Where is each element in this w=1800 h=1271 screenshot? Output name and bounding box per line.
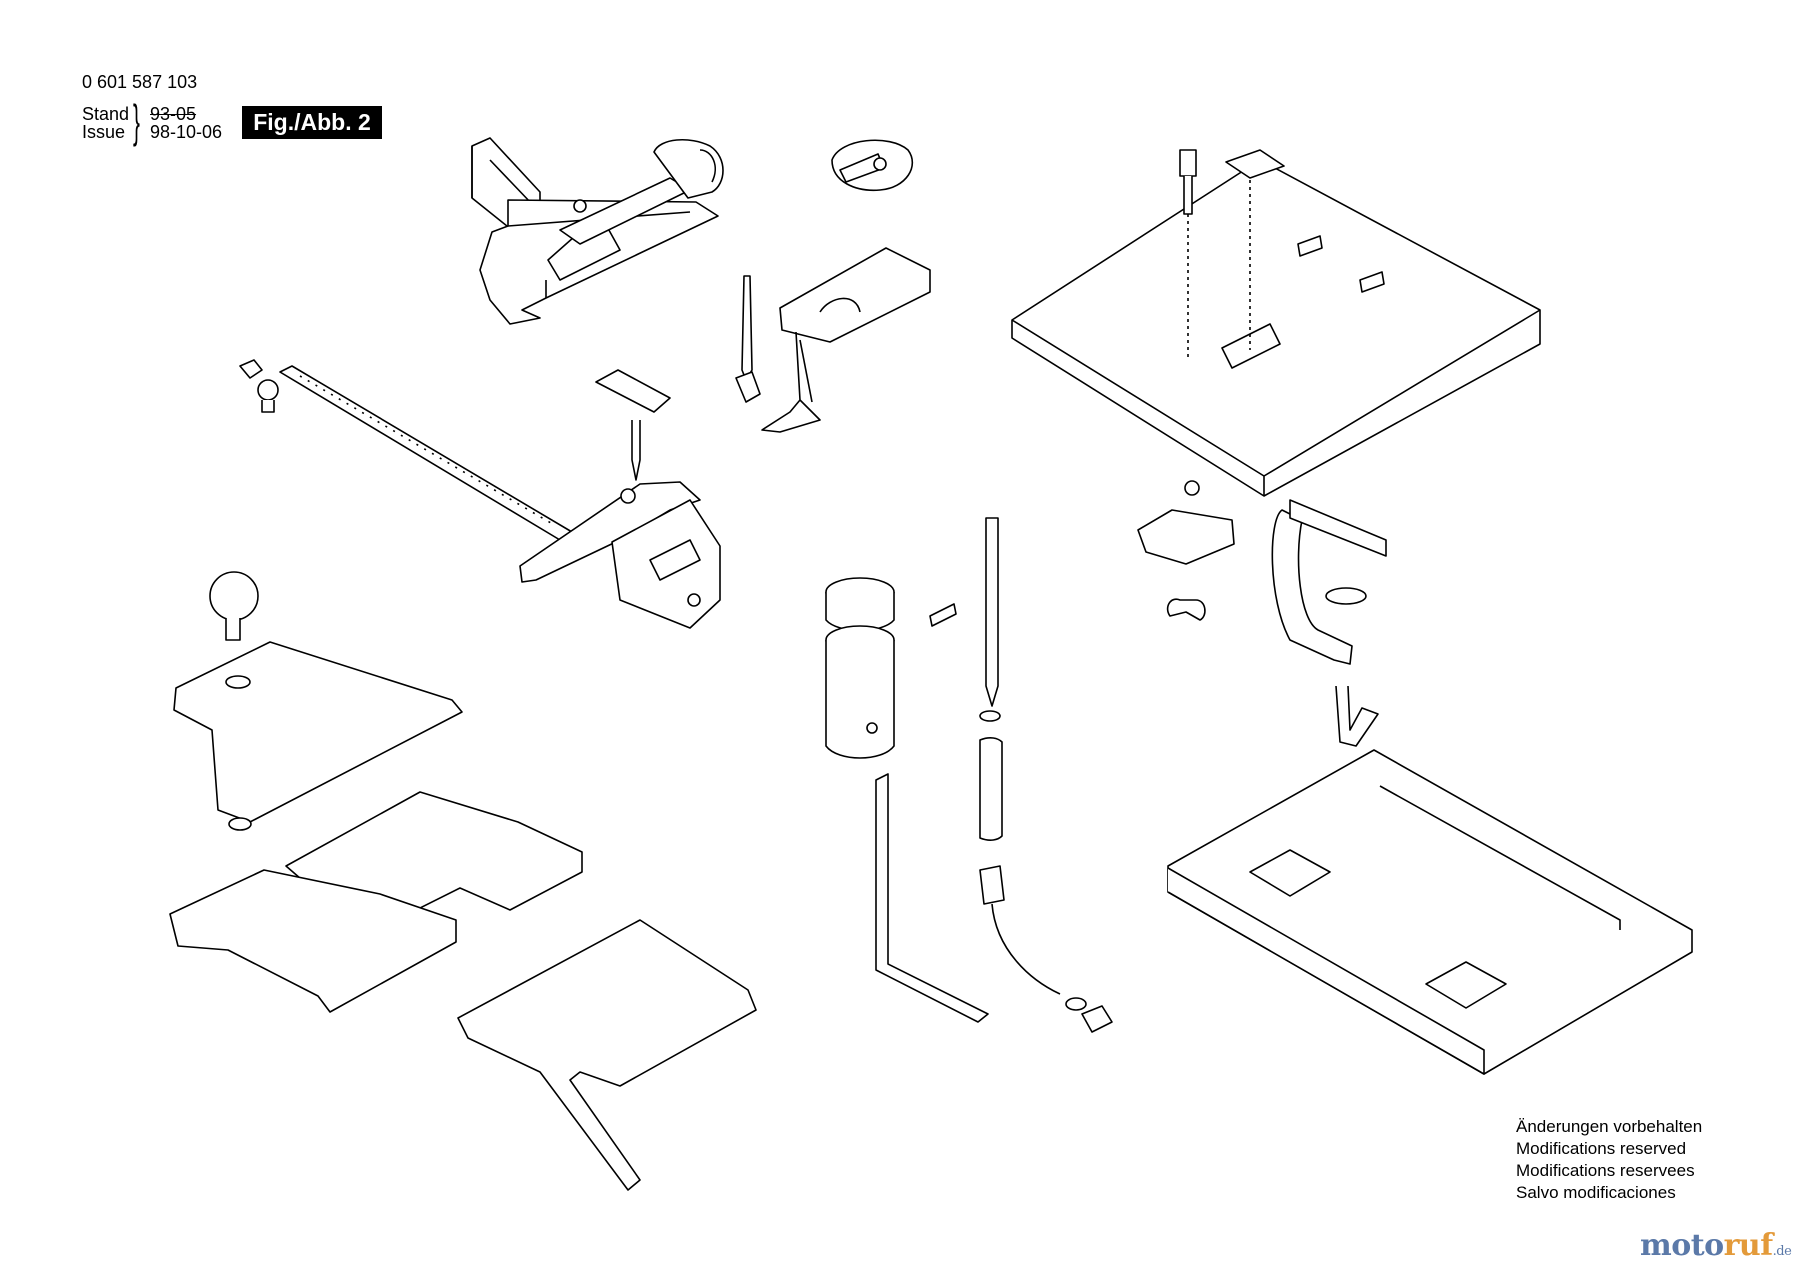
note-fr: Modifications reservees — [1516, 1161, 1695, 1180]
note-de: Änderungen vorbehalten — [1516, 1117, 1703, 1136]
modification-notes: Änderungen vorbehalten Modifications res… — [1516, 1116, 1702, 1204]
figure-label: Fig./Abb. 2 — [242, 106, 382, 139]
part-table-plate — [1012, 150, 1540, 496]
date-brace: } — [133, 95, 140, 147]
part-number: 0 601 587 103 — [82, 72, 198, 92]
issue-label: Issue — [82, 122, 126, 142]
issue-date: 98-10-06 — [150, 122, 223, 142]
part-long-bolt — [1180, 150, 1196, 360]
note-es: Salvo modificaciones — [1516, 1183, 1676, 1202]
stand-date: 93-05 — [150, 104, 197, 124]
part-disc-knob — [832, 140, 912, 190]
part-sole-plates — [170, 572, 756, 1190]
part-threaded-rod-spring — [980, 518, 1112, 1032]
watermark-logo: motoruf.de — [1640, 1228, 1792, 1263]
part-adjustment-cylinder — [826, 578, 956, 758]
watermark-part2: ruf — [1723, 1228, 1774, 1263]
part-angle-guide — [520, 482, 720, 628]
part-c-clamp — [1272, 500, 1386, 746]
part-saw-base-assembly — [472, 138, 723, 324]
part-parallel-guide — [762, 248, 930, 432]
stand-label: Stand — [82, 104, 130, 124]
note-en: Modifications reserved — [1516, 1139, 1687, 1158]
watermark-part1: moto — [1640, 1228, 1724, 1263]
part-l-shaped-rod — [876, 774, 988, 1022]
part-scale-rail — [240, 360, 572, 540]
part-scriber — [736, 276, 760, 402]
part-clamp-block — [1138, 481, 1234, 620]
part-carrying-case — [1168, 750, 1692, 1074]
part-pin-holder — [596, 370, 670, 480]
watermark-part3: .de — [1772, 1244, 1792, 1259]
